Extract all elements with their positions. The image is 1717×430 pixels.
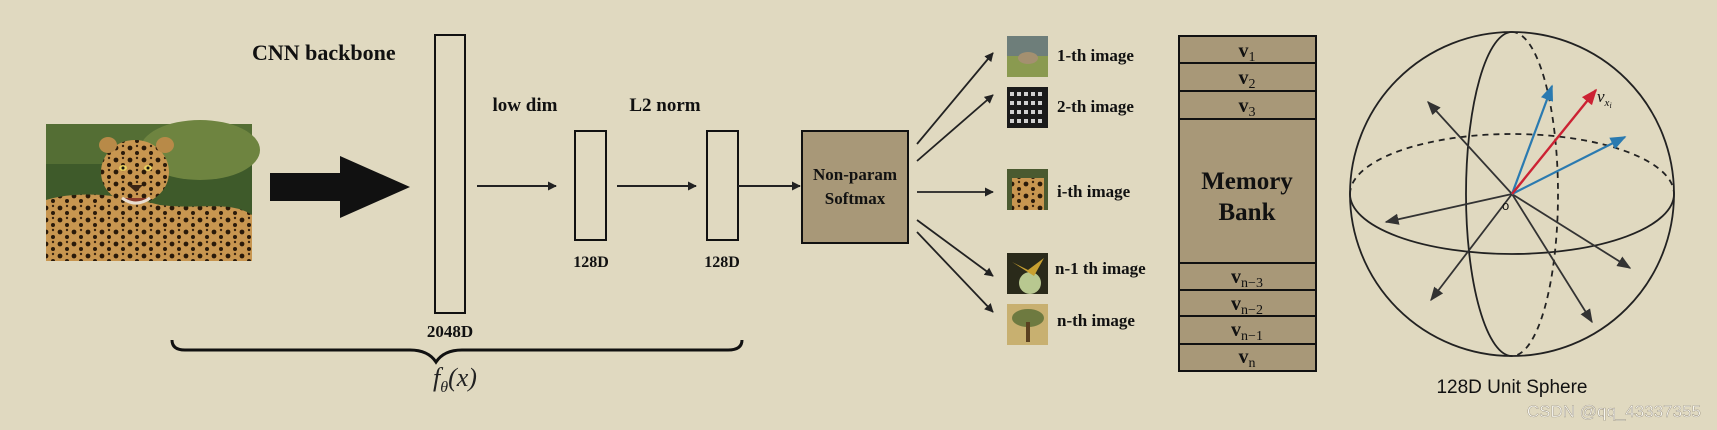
backbone-dim-label: 2048D (427, 322, 473, 341)
image-label-1: 1-th image (1057, 46, 1134, 65)
image-label-n: n-th image (1057, 311, 1135, 330)
memory-bank-title-line2: Bank (1219, 199, 1276, 226)
cnn-backbone-title: CNN backbone (252, 40, 396, 65)
thumbnail-2 (1007, 87, 1048, 128)
input-image-leopard (46, 120, 260, 261)
memory-entry-vn: vn (1239, 346, 1256, 371)
low-dim-box (574, 130, 607, 241)
f-theta-formula: fθ(x) (433, 363, 477, 396)
l2-norm-box (706, 130, 739, 241)
thumbnail-n-minus-1 (1007, 253, 1048, 294)
low-dim-label: low dim (493, 95, 558, 116)
memory-bank-title-line1: Memory (1201, 168, 1293, 195)
sphere-vectors (1384, 84, 1632, 324)
sphere-vector-label: vxi (1597, 87, 1612, 110)
memory-entry-v1: v1 (1239, 40, 1256, 65)
softmax-line1: Non-param (813, 165, 897, 184)
thumbnail-n (1007, 304, 1048, 345)
image-label-i: i-th image (1057, 182, 1131, 201)
sphere-caption: 128D Unit Sphere (1436, 377, 1587, 398)
image-label-2: 2-th image (1057, 97, 1134, 116)
memory-entry-v3: v3 (1239, 95, 1256, 120)
memory-entry-vn-3: vn−3 (1231, 266, 1263, 291)
low-dim-128d-label: 128D (573, 254, 609, 271)
memory-bank (1178, 35, 1317, 372)
memory-entry-vn-1: vn−1 (1231, 319, 1263, 344)
l2-norm-label: L2 norm (629, 95, 700, 116)
memory-entry-v2: v2 (1239, 67, 1256, 92)
l2-norm-128d-label: 128D (704, 254, 740, 271)
unit-sphere (1349, 31, 1675, 357)
backbone-layer-box (434, 34, 466, 314)
image-label-n-minus-1: n-1 th image (1055, 259, 1146, 278)
watermark: CSDN @qq_43337355 (1527, 402, 1701, 421)
softmax-output-arrows (916, 52, 994, 313)
big-arrow-icon (270, 156, 410, 218)
brace-icon (170, 339, 744, 365)
thumbnail-i (1007, 169, 1048, 210)
sphere-origin-label: o (1502, 198, 1509, 213)
softmax-box (801, 130, 909, 244)
softmax-line2: Softmax (825, 189, 886, 208)
memory-entry-vn-2: vn−2 (1231, 293, 1263, 318)
thumbnail-1 (1007, 36, 1048, 77)
